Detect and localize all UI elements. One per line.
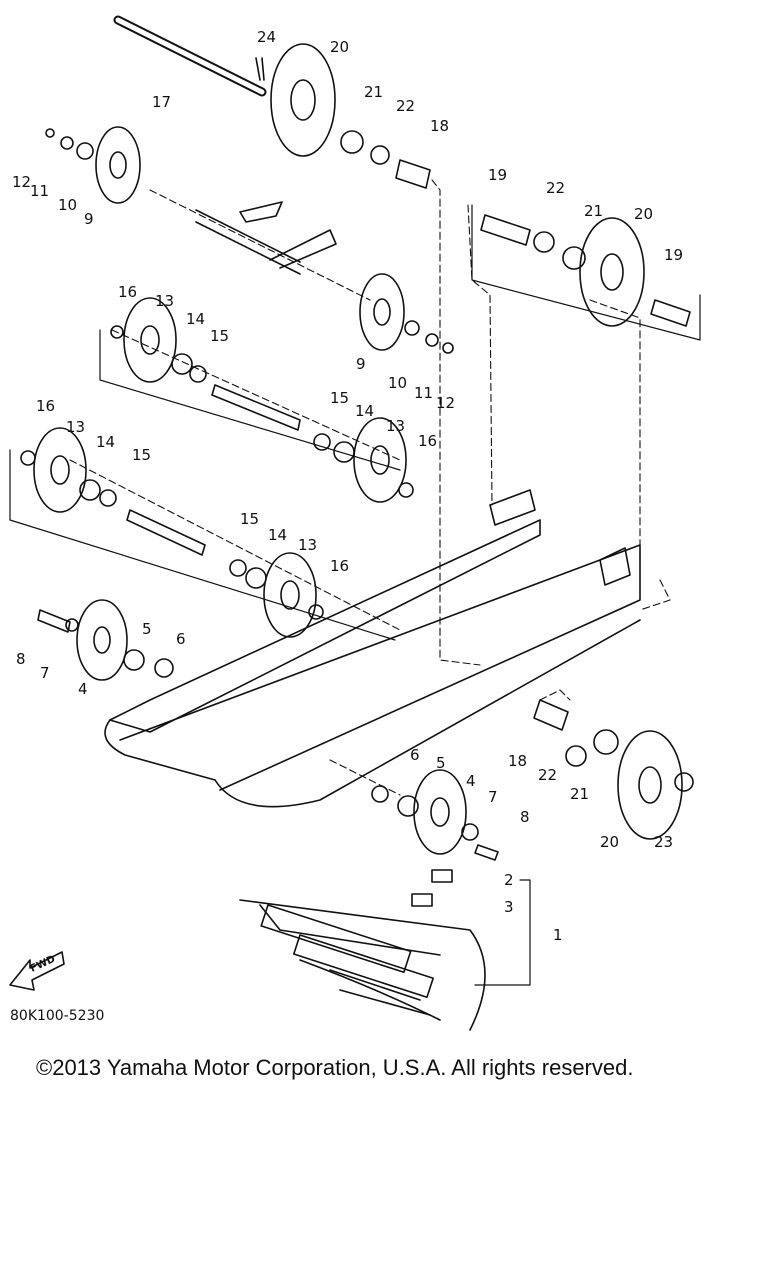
fwd-label: FWD <box>29 954 57 975</box>
callout: 7 <box>488 788 498 806</box>
callout: 19 <box>664 246 683 264</box>
callout: 10 <box>388 374 407 392</box>
callout: 6 <box>410 746 420 764</box>
leader-lines <box>69 179 671 796</box>
callout: 11 <box>414 384 433 402</box>
callout: 7 <box>40 664 50 682</box>
callout: 13 <box>386 417 405 435</box>
track <box>239 899 486 1031</box>
callout: 13 <box>155 292 174 310</box>
callout: 17 <box>152 93 171 111</box>
callout: 14 <box>186 310 205 328</box>
callout: 8 <box>16 650 26 668</box>
copyright-notice: ©2013 Yamaha Motor Corporation, U.S.A. A… <box>36 1055 634 1080</box>
callout: 20 <box>634 205 653 223</box>
callout: 22 <box>546 179 565 197</box>
bearings <box>20 128 694 861</box>
diagram-code: 80K100-5230 <box>10 1008 104 1024</box>
callout: 16 <box>118 283 137 301</box>
callout: 13 <box>298 536 317 554</box>
callout: 20 <box>330 38 349 56</box>
callout: 20 <box>600 833 619 851</box>
fwd-arrow-icon <box>9 951 65 991</box>
callout: 16 <box>418 432 437 450</box>
callout: 15 <box>330 389 349 407</box>
parts-diagram: 1 2 3 4 4 5 5 6 6 7 7 8 8 9 9 10 10 11 1… <box>9 15 701 1031</box>
track-clip <box>411 893 433 907</box>
callout: 21 <box>584 202 603 220</box>
callout: 3 <box>504 898 514 916</box>
shaft <box>113 15 267 97</box>
callout: 12 <box>12 173 31 191</box>
slide-rails <box>104 489 641 808</box>
callout: 9 <box>356 355 366 373</box>
callout: 14 <box>96 433 115 451</box>
callout: 6 <box>176 630 186 648</box>
callout: 5 <box>142 620 152 638</box>
callout: 12 <box>436 394 455 412</box>
callout: 10 <box>58 196 77 214</box>
frame-bracket <box>195 201 337 275</box>
cotter-pin <box>255 57 265 81</box>
callout: 14 <box>355 402 374 420</box>
callout: 19 <box>488 166 507 184</box>
callout: 16 <box>36 397 55 415</box>
callout: 2 <box>504 871 514 889</box>
callout: 22 <box>538 766 557 784</box>
callout: 21 <box>364 83 383 101</box>
callout: 11 <box>30 182 49 200</box>
callout: 5 <box>436 754 446 772</box>
callout: 9 <box>84 210 94 228</box>
callout: 14 <box>268 526 287 544</box>
callout: 1 <box>553 926 563 944</box>
idler-wheels <box>33 43 683 855</box>
callout: 24 <box>257 28 276 46</box>
callout: 8 <box>520 808 530 826</box>
callout: 18 <box>430 117 449 135</box>
callout: 15 <box>210 327 229 345</box>
callout: 18 <box>508 752 527 770</box>
track-clip <box>431 869 453 883</box>
callout: 4 <box>78 680 88 698</box>
callout: 23 <box>654 833 673 851</box>
callout: 22 <box>396 97 415 115</box>
callout: 16 <box>330 557 349 575</box>
axles <box>126 159 691 731</box>
callout: 4 <box>466 772 476 790</box>
callout: 15 <box>132 446 151 464</box>
bracket-1 <box>474 879 531 986</box>
callout: 21 <box>570 785 589 803</box>
assembly-brackets <box>9 204 701 641</box>
callout: 15 <box>240 510 259 528</box>
callout: 13 <box>66 418 85 436</box>
